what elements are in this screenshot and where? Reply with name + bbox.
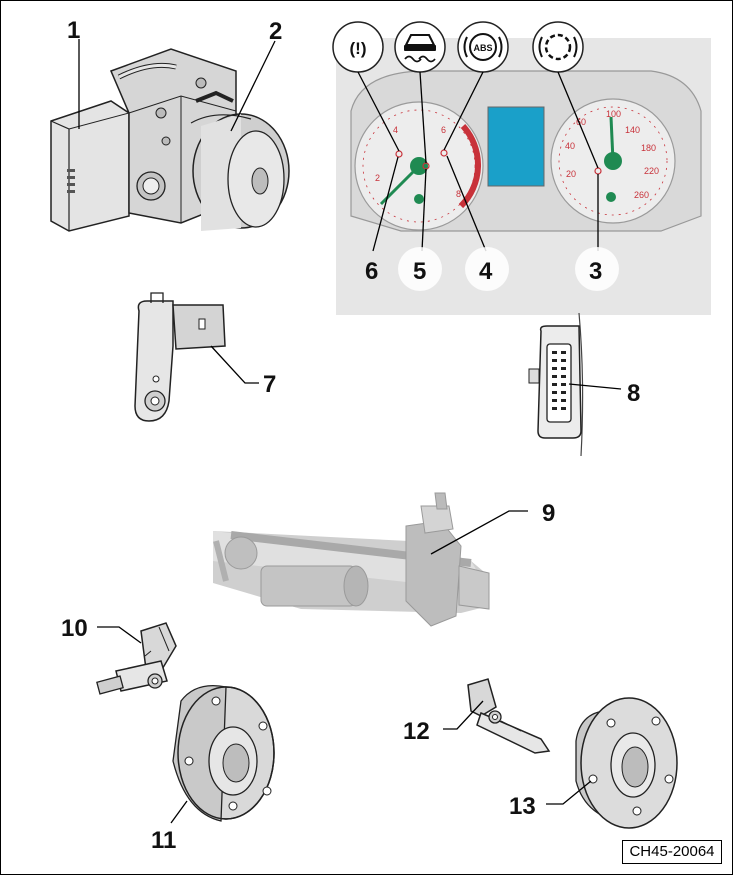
leader-6 (372, 156, 399, 252)
leader-9 (430, 510, 528, 555)
abs-control-unit-hydraulic-unit (50, 48, 290, 232)
speed-label: 220 (644, 166, 659, 176)
leader-4 (446, 155, 487, 252)
diagnostic-connector (528, 312, 584, 457)
tach-hub (410, 157, 428, 175)
leader-7 (210, 345, 259, 384)
brake-warning-icon: (!) (332, 21, 384, 73)
callout-7: 7 (263, 371, 276, 398)
brake-pad-wear-icon (532, 21, 584, 73)
leader-5 (421, 168, 427, 252)
leader-8 (568, 383, 622, 390)
redline-arc (458, 123, 482, 209)
callout-9: 9 (542, 500, 555, 527)
leader-12 (443, 700, 484, 730)
tach-label: 8 (456, 189, 461, 199)
leader-13 (546, 780, 592, 805)
speed-label: 100 (606, 109, 621, 119)
temp-gauge-hub (606, 192, 616, 202)
speed-label: 40 (565, 141, 575, 151)
wheel-hub-front (172, 684, 275, 822)
svg-text:ABS: ABS (473, 43, 492, 53)
callout-2: 2 (269, 18, 282, 45)
callout-8: 8 (627, 380, 640, 407)
callout-5: 5 (413, 258, 426, 285)
callout-3: 3 (589, 258, 602, 285)
leader-11 (170, 800, 188, 824)
callout-6: 6 (365, 258, 378, 285)
speed-label: 180 (641, 143, 656, 153)
wheel-speed-sensor-front (96, 622, 177, 695)
steering-angle-sensor-part (134, 292, 226, 422)
speed-label: 20 (566, 169, 576, 179)
callout-13: 13 (509, 793, 536, 820)
electromechanical-steering-rack (213, 492, 490, 627)
callout-11: 11 (151, 827, 176, 854)
svg-text:(!): (!) (350, 39, 367, 58)
leader-lamp-padwear (557, 71, 599, 169)
wheel-speed-sensor-rear (467, 678, 551, 754)
tach-label: 6 (441, 125, 446, 135)
callout-12: 12 (403, 718, 430, 745)
speed-hub (604, 152, 622, 170)
fuel-gauge-hub (414, 194, 424, 204)
callout-1: 1 (67, 17, 80, 44)
leader-lamp-traction (419, 71, 427, 164)
callout-4: 4 (479, 258, 493, 285)
callout-10: 10 (61, 615, 88, 642)
leader-lamp-abs (443, 71, 484, 151)
center-display (487, 106, 545, 187)
abs-warning-icon: ABS (457, 21, 509, 73)
instrument-cluster: 2 4 6 8 20 40 60 100 140 180 220 260 (336, 38, 711, 315)
leader-lamp-brake (357, 71, 400, 152)
leader-2 (230, 40, 276, 132)
tach-label: 2 (375, 173, 380, 183)
speed-label: 60 (576, 117, 586, 127)
tach-label: 4 (393, 125, 398, 135)
leader-10 (97, 626, 142, 644)
figure-code-label: CH45-20064 (622, 840, 722, 864)
speed-label: 260 (634, 190, 649, 200)
wheel-hub-rear (575, 697, 678, 829)
speed-label: 140 (625, 125, 640, 135)
traction-control-icon (394, 21, 446, 73)
